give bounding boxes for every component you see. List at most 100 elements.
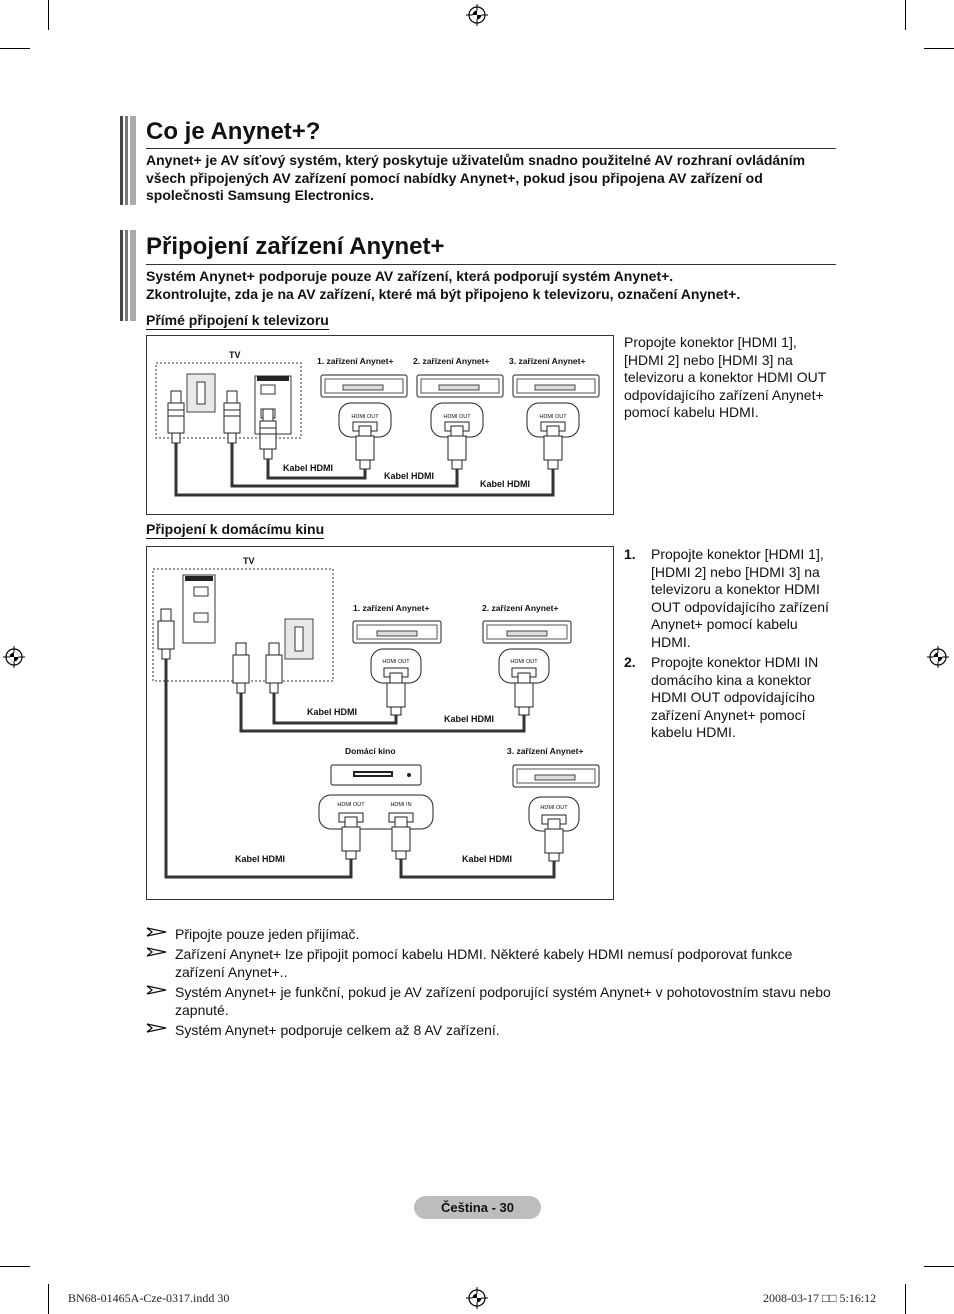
- step-number: 2.: [624, 654, 636, 670]
- note-text: Připojte pouze jeden přijímač.: [175, 926, 360, 942]
- hdmi-cable: [399, 859, 556, 879]
- device-label: 3. zařízení Anynet+: [507, 746, 583, 756]
- note-item: Systém Anynet+ je funkční, pokud je AV z…: [146, 983, 836, 1019]
- hdmi-plug-icon: [259, 408, 277, 460]
- hdmi-cable: [239, 693, 526, 733]
- hdmi-cable: [174, 443, 555, 497]
- note-text: Zařízení Anynet+ lze připojit pomocí kab…: [175, 946, 793, 980]
- cable-label: Kabel HDMI: [480, 479, 530, 489]
- section-bar: [120, 116, 136, 205]
- port-label: HDMI OUT: [539, 414, 567, 420]
- registration-mark-icon: [466, 4, 488, 26]
- subheading-home-theater: Připojení k domácímu kinu: [146, 521, 325, 539]
- print-slug-date: 2008-03-17 □□ 5:16:12: [763, 1291, 877, 1305]
- hdmi-plug-icon: [543, 425, 563, 470]
- port-label: HDMI OUT: [351, 414, 379, 420]
- hdmi-cable: [230, 443, 459, 488]
- intro-line: Systém Anynet+ podporuje pouze AV zaříze…: [146, 268, 674, 284]
- home-diagram-svg: TV 1. zařízení Anynet+ 2. zařízení Anyne…: [152, 556, 600, 879]
- section-rule: [146, 148, 836, 149]
- hdmi-plug-icon: [265, 642, 283, 694]
- cable-label: Kabel HDMI: [384, 471, 434, 481]
- av-device-icon: [512, 374, 600, 398]
- hdmi-plug-icon: [167, 390, 185, 444]
- hdmi-plug-icon: [391, 816, 411, 860]
- device-label: 2. zařízení Anynet+: [413, 356, 489, 366]
- crop-mark: [48, 0, 49, 30]
- arrow-icon: [146, 985, 167, 995]
- cable-label: Kabel HDMI: [444, 714, 494, 724]
- hdmi-plug-icon: [544, 818, 564, 862]
- crop-mark: [905, 0, 906, 30]
- av-device-icon: [416, 374, 504, 398]
- registration-mark-icon: [3, 646, 25, 668]
- print-slug-file: BN68-01465A-Cze-0317.indd 30: [68, 1291, 230, 1305]
- crop-mark: [905, 1284, 906, 1314]
- tv-port-panel: [182, 574, 216, 644]
- home-instructions: 1. Propojte konektor [HDMI 1], [HDMI 2] …: [624, 546, 839, 745]
- intro-line: Zkontrolujte, zda je na AV zařízení, kte…: [146, 285, 741, 302]
- port-label: HDMI OUT: [382, 659, 410, 665]
- note-item: Systém Anynet+ podporuje celkem až 8 AV …: [146, 1021, 836, 1039]
- port-label: HDMI IN: [390, 802, 411, 808]
- tv-panel-strip: [185, 576, 213, 581]
- step-text: Propojte konektor [HDMI 1], [HDMI 2] neb…: [651, 546, 829, 650]
- subheading-direct: Přímé připojení k televizoru: [146, 312, 329, 330]
- cable-label: Kabel HDMI: [462, 854, 512, 864]
- instruction-step: 1. Propojte konektor [HDMI 1], [HDMI 2] …: [624, 546, 839, 651]
- cable-label: Kabel HDMI: [307, 707, 357, 717]
- hdmi-cable: [164, 659, 353, 879]
- step-text: Propojte konektor HDMI IN domácího kina …: [651, 654, 819, 740]
- port-label: HDMI OUT: [443, 414, 471, 420]
- section-intro: Anynet+ je AV síťový systém, který posky…: [146, 152, 806, 203]
- direct-instructions: Propojte konektor [HDMI 1], [HDMI 2] neb…: [624, 334, 827, 420]
- hdmi-plug-icon: [157, 608, 175, 660]
- hdmi-plug-icon: [341, 816, 361, 860]
- hdmi-plug-icon: [447, 425, 467, 470]
- crop-mark: [0, 48, 30, 49]
- page-number-badge: Čeština - 30: [414, 1196, 541, 1219]
- port-label: HDMI OUT: [540, 805, 568, 811]
- tv-panel-strip: [257, 376, 289, 381]
- tv-label: TV: [229, 350, 241, 360]
- arrow-icon: [146, 927, 167, 937]
- hdmi-port-bubble: HDMI OUT HDMI IN: [318, 794, 434, 830]
- registration-mark-icon: [466, 1287, 488, 1309]
- port-label: HDMI OUT: [510, 659, 538, 665]
- hdmi-plug-icon: [223, 390, 241, 444]
- device-label: 1. zařízení Anynet+: [317, 356, 393, 366]
- crop-mark: [0, 1266, 30, 1267]
- hdmi-cable: [266, 459, 367, 480]
- av-device-icon: [482, 620, 572, 644]
- direct-connection-diagram: TV 1. zařízení Anynet+ 2. zařízen: [146, 335, 614, 515]
- port-label: HDMI OUT: [337, 802, 365, 808]
- section-title: Připojení zařízení Anynet+: [146, 233, 445, 260]
- home-theater-label: Domácí kino: [345, 746, 396, 756]
- hdmi-port-icon: [294, 626, 304, 652]
- hdmi-port-icon: [193, 586, 209, 597]
- hdmi-cable: [272, 693, 398, 725]
- cable-label: Kabel HDMI: [283, 463, 333, 473]
- note-item: Zařízení Anynet+ lze připojit pomocí kab…: [146, 945, 836, 981]
- hdmi-port-icon: [193, 612, 209, 623]
- arrow-icon: [146, 947, 167, 957]
- device-label: 3. zařízení Anynet+: [509, 356, 585, 366]
- section-bar: [120, 230, 136, 321]
- hdmi-plug-icon: [386, 672, 406, 716]
- cable-label: Kabel HDMI: [235, 854, 285, 864]
- tv-label: TV: [243, 556, 255, 566]
- crop-mark: [924, 1266, 954, 1267]
- notes-list: Připojte pouze jeden přijímač. Zařízení …: [146, 925, 836, 1041]
- note-text: Systém Anynet+ je funkční, pokud je AV z…: [175, 984, 831, 1018]
- section-title: Co je Anynet+?: [146, 118, 321, 145]
- note-text: Systém Anynet+ podporuje celkem až 8 AV …: [175, 1022, 500, 1038]
- note-item: Připojte pouze jeden přijímač.: [146, 925, 836, 943]
- arrow-icon: [146, 1023, 167, 1033]
- hdmi-port-icon: [260, 384, 276, 395]
- home-theater-icon: [330, 764, 422, 786]
- av-device-icon: [512, 764, 600, 788]
- crop-mark: [924, 48, 954, 49]
- section-rule: [146, 264, 836, 265]
- direct-diagram-svg: TV 1. zařízení Anynet+ 2. zařízen: [155, 350, 600, 497]
- hdmi-port-icon: [196, 381, 206, 405]
